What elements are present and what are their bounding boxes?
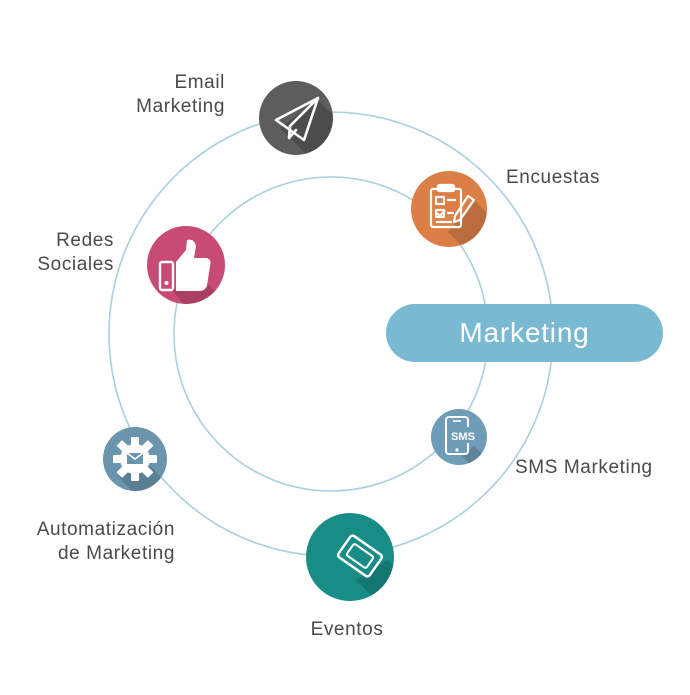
sms-phone-icon: SMS [445,416,477,455]
sms-marketing-label-line1: SMS Marketing [515,457,653,478]
redes-sociales-node [147,226,225,304]
automatizacion-label-line1: Automatización [36,519,175,540]
encuestas-label: Encuestas [506,166,600,190]
eventos-label-line1: Eventos [310,619,384,640]
encuestas-label-line1: Encuestas [506,167,601,188]
automatizacion-label: Automatización de Marketing [5,518,175,566]
sms-marketing-node: SMS [431,409,487,465]
email-marketing-label-line1: Email [174,72,225,93]
survey-clipboard-icon [429,183,476,229]
marketing-center-pill: Marketing [386,304,663,362]
email-marketing-label: Email Marketing [100,71,225,119]
paper-plane-icon [274,96,320,142]
email-marketing-node [259,81,333,155]
gear-envelope-icon [113,437,157,481]
eventos-node [306,513,394,601]
ticket-icon [318,528,384,584]
redes-sociales-label-line2: Sociales [37,254,114,275]
redes-sociales-label: Redes Sociales [10,229,114,277]
redes-sociales-label-line1: Redes [56,230,114,251]
thumbs-up-icon [158,239,211,292]
email-marketing-label-line2: Marketing [136,96,225,117]
eventos-label: Eventos [287,618,407,642]
sms-icon-text: SMS [451,431,475,443]
sms-marketing-label: SMS Marketing [515,456,653,480]
automatizacion-label-line2: de Marketing [57,543,175,564]
automatizacion-node [103,427,167,491]
encuestas-node [411,171,487,247]
